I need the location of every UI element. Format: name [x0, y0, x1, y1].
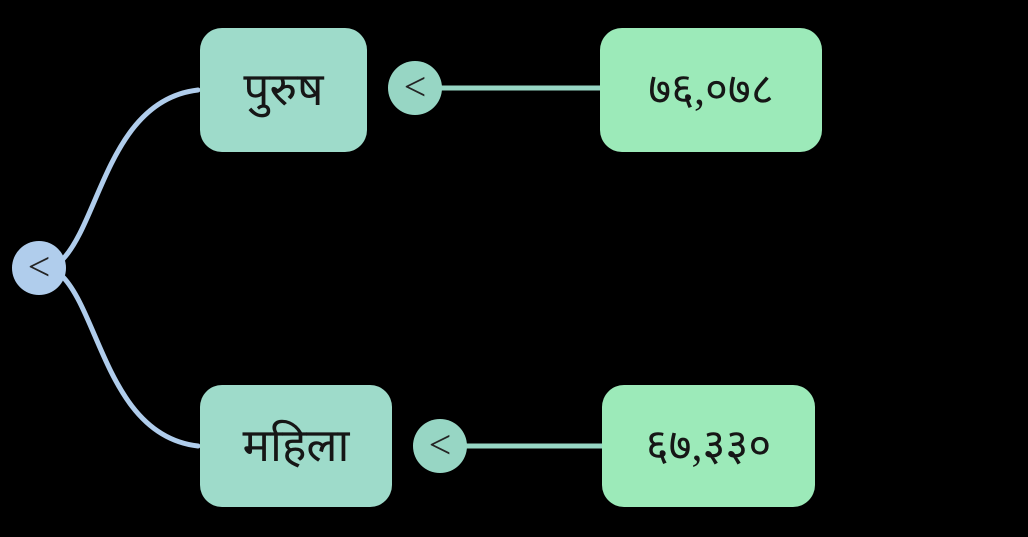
female-collapse-toggle[interactable]: <: [413, 419, 467, 473]
node-female[interactable]: महिला: [200, 385, 392, 507]
node-male-value[interactable]: ७६,०७८: [600, 28, 822, 152]
collapse-icon: <: [403, 63, 427, 109]
branch-curve-top: [60, 87, 201, 262]
collapse-icon: <: [428, 421, 452, 467]
root-collapse-toggle[interactable]: <: [12, 241, 66, 295]
node-male[interactable]: पुरुष: [200, 28, 367, 152]
male-value-label: ७६,०७८: [648, 65, 774, 114]
node-female-label: महिला: [242, 420, 350, 471]
female-value-label: ६७,३३०: [645, 421, 772, 470]
male-collapse-toggle[interactable]: <: [388, 61, 442, 115]
collapse-icon: <: [27, 243, 51, 289]
node-male-label: पुरुष: [243, 64, 324, 115]
node-female-value[interactable]: ६७,३३०: [602, 385, 815, 507]
branch-curve-bottom: [60, 274, 201, 449]
